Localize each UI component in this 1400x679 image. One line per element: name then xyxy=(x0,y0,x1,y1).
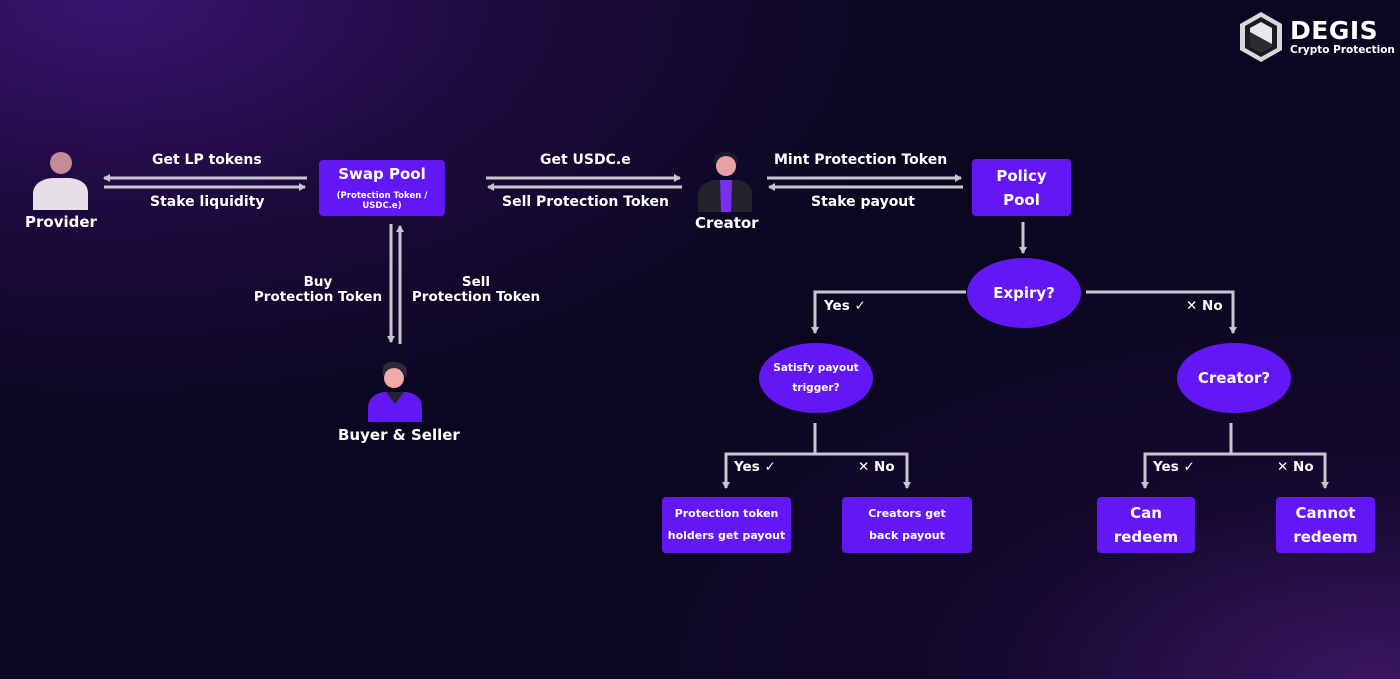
satisfy-line2: trigger? xyxy=(792,382,840,394)
cannot-line2: redeem xyxy=(1293,528,1358,546)
satisfy-no-label: ✕ No xyxy=(858,459,895,475)
buyer-seller-label: Buyer & Seller xyxy=(338,426,460,444)
holders-get-payout-node: Protection token holders get payout xyxy=(662,497,791,553)
arrow-creator-no xyxy=(1231,452,1329,489)
holders-line2: holders get payout xyxy=(667,529,786,542)
satisfy-payout-decision: Satisfy payout trigger? xyxy=(759,343,873,413)
expiry-no-label: ✕ No xyxy=(1186,298,1223,314)
policy-pool-line1: Policy xyxy=(996,166,1047,185)
can-line2: redeem xyxy=(1113,528,1179,546)
holders-line1: Protection token xyxy=(674,507,779,520)
stake-liquidity-label: Stake liquidity xyxy=(150,194,265,210)
cannot-redeem-node: Cannot redeem xyxy=(1276,497,1375,553)
sell-protection-token-label: Sell Protection Token xyxy=(502,194,669,210)
creator-decision: Creator? xyxy=(1177,343,1291,413)
creators-line1: Creators get xyxy=(868,507,946,520)
policy-pool-node: Policy Pool xyxy=(972,159,1071,216)
check-icon: ✓ xyxy=(854,298,866,314)
provider-person-icon xyxy=(33,152,88,210)
buy-line2: Protection Token xyxy=(253,288,383,305)
satisfy-yes-label: Yes ✓ xyxy=(734,459,776,475)
creator-person-icon xyxy=(698,152,752,212)
cross-icon: ✕ xyxy=(1186,298,1198,314)
mint-protection-token-label: Mint Protection Token xyxy=(774,152,948,168)
sell-protection-token-down-label: Sell Protection Token xyxy=(407,275,545,305)
logo-subtitle: Crypto Protection xyxy=(1290,44,1395,57)
expiry-yes-label: Yes ✓ xyxy=(824,298,866,314)
stake-payout-label: Stake payout xyxy=(811,194,915,210)
shield-icon xyxy=(1240,12,1282,62)
creators-get-back-payout-node: Creators get back payout xyxy=(842,497,972,553)
creators-line2: back payout xyxy=(869,529,945,542)
expiry-label: Expiry? xyxy=(993,284,1055,302)
creator-yes-label: Yes ✓ xyxy=(1153,459,1195,475)
arrow-expiry-yes xyxy=(811,290,966,334)
buyer-seller-person-icon xyxy=(368,361,422,422)
arrow-satisfy-no xyxy=(815,452,911,489)
cross-icon: ✕ xyxy=(858,459,870,475)
buy-line1: Buy xyxy=(303,274,333,290)
check-icon: ✓ xyxy=(1183,459,1195,475)
creator-question-label: Creator? xyxy=(1197,369,1271,387)
cannot-line1: Cannot xyxy=(1295,504,1356,522)
satisfy-line1: Satisfy payout xyxy=(773,362,859,374)
buy-protection-token-label: Buy Protection Token xyxy=(249,275,387,305)
logo-title: DEGIS xyxy=(1290,16,1379,46)
arrow-satisfy-yes xyxy=(722,452,815,489)
degis-logo: DEGIS Crypto Protection xyxy=(1238,10,1395,64)
swap-pool-subtitle: (Protection Token / USDC.e) xyxy=(336,191,428,211)
arrow-creator-yes xyxy=(1141,452,1231,489)
cross-icon: ✕ xyxy=(1277,459,1289,475)
expiry-decision: Expiry? xyxy=(967,258,1081,328)
creator-no-label: ✕ No xyxy=(1277,459,1314,475)
policy-pool-line2: Pool xyxy=(1003,190,1040,209)
sell-line2: Protection Token xyxy=(411,288,541,305)
swap-pool-node: Swap Pool (Protection Token / USDC.e) xyxy=(319,160,445,216)
get-usdc-label: Get USDC.e xyxy=(540,152,631,168)
swap-pool-title: Swap Pool xyxy=(338,165,426,183)
provider-label: Provider xyxy=(25,213,97,231)
creator-label: Creator xyxy=(695,214,759,232)
can-line1: Can xyxy=(1130,504,1162,522)
can-redeem-node: Can redeem xyxy=(1097,497,1195,553)
check-icon: ✓ xyxy=(764,459,776,475)
arrow-expiry-no xyxy=(1086,290,1237,334)
sell-line1: Sell xyxy=(461,274,491,290)
get-lp-tokens-label: Get LP tokens xyxy=(152,152,262,168)
